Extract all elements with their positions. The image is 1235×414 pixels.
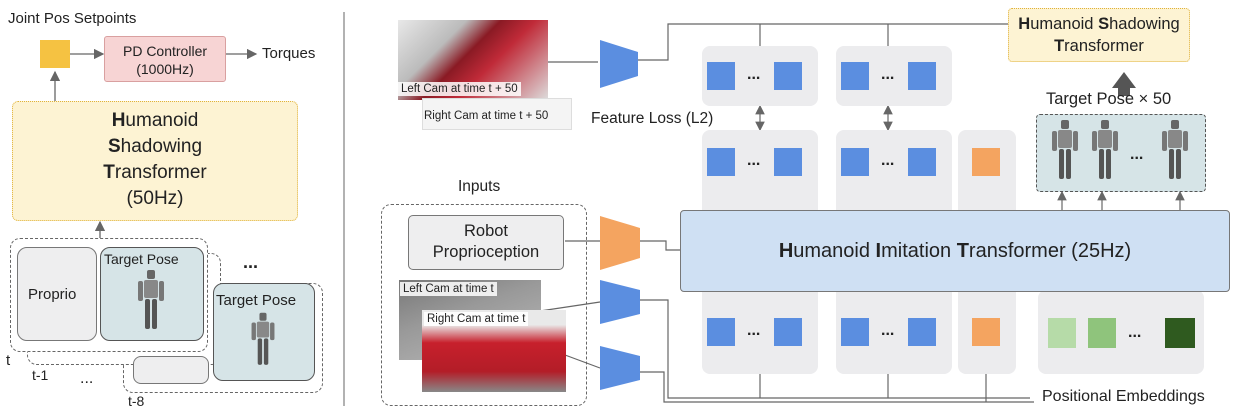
token-dots: ... bbox=[747, 322, 761, 339]
pd-controller-rate: (1000Hz) bbox=[136, 61, 194, 77]
right-cam-future-label: Right Cam at time t + 50 bbox=[424, 110, 549, 122]
token-blue bbox=[707, 318, 735, 346]
robot-label: Robot bbox=[463, 222, 509, 240]
token-blue bbox=[908, 318, 936, 346]
inputs-label: Inputs bbox=[458, 178, 501, 195]
hit-box: Humanoid Imitation Transformer (25Hz) bbox=[680, 210, 1230, 292]
robot-figure-icon bbox=[1052, 120, 1078, 179]
torques-label: Torques bbox=[262, 45, 316, 62]
token-blue bbox=[908, 62, 936, 90]
hst-box-top: Humanoid Shadowing Transformer bbox=[1008, 8, 1190, 62]
pos-emb-token-3 bbox=[1165, 318, 1195, 348]
ellipsis-top: ... bbox=[243, 252, 259, 272]
token-blue bbox=[774, 318, 802, 346]
hst-box-left: Humanoid Shadowing Transformer (50Hz) bbox=[12, 101, 298, 221]
token-blue bbox=[707, 148, 735, 176]
left-cam-future-label: Left Cam at time t + 50 bbox=[398, 82, 521, 96]
token-blue bbox=[707, 62, 735, 90]
positional-embeddings-label: Positional Embeddings bbox=[1042, 388, 1205, 405]
proprio-box bbox=[17, 247, 97, 341]
robot-figure-icon bbox=[1162, 120, 1188, 179]
target-pose-x50-label: Target Pose × 50 bbox=[1046, 90, 1172, 108]
ellipsis-bottom: ... bbox=[80, 370, 94, 387]
token-blue bbox=[774, 148, 802, 176]
proprio-encoder-trapezoid bbox=[600, 216, 640, 270]
token-blue bbox=[841, 148, 869, 176]
token-orange bbox=[972, 148, 1000, 176]
pos-emb-token-2 bbox=[1088, 318, 1116, 348]
right-cam-now-label: Right Cam at time t bbox=[424, 312, 529, 326]
right-cam-encoder-trapezoid bbox=[600, 346, 640, 390]
token-dots: ... bbox=[747, 66, 761, 83]
target-pose-label: Target Pose bbox=[104, 251, 179, 267]
token-blue bbox=[774, 62, 802, 90]
proprio-label: Proprio bbox=[28, 286, 77, 303]
proprio-box-back bbox=[133, 356, 209, 384]
token-blue bbox=[841, 318, 869, 346]
joint-pos-label: Joint Pos Setpoints bbox=[8, 10, 137, 27]
setpoint-token bbox=[40, 40, 70, 68]
robot-figure-icon-back bbox=[251, 312, 275, 365]
hst-rate: (50Hz) bbox=[126, 188, 184, 209]
right-cam-future-image bbox=[422, 98, 572, 130]
token-blue bbox=[908, 148, 936, 176]
pd-controller-box: PD Controller (1000Hz) bbox=[104, 36, 226, 82]
token-dots: ... bbox=[881, 322, 895, 339]
token-blue bbox=[841, 62, 869, 90]
top-encoder-trapezoid bbox=[600, 40, 638, 88]
robot-figure-icon bbox=[138, 270, 164, 329]
left-cam-now-label: Left Cam at time t bbox=[400, 282, 497, 296]
pos-emb-token-1 bbox=[1048, 318, 1076, 348]
proprioception-label: Proprioception bbox=[432, 243, 540, 261]
target-pose-back-label: Target Pose bbox=[216, 292, 297, 309]
pos-emb-dots: ... bbox=[1128, 324, 1142, 341]
token-dots: ... bbox=[881, 152, 895, 169]
robot-proprioception-box: Robot Proprioception bbox=[408, 215, 564, 270]
token-dots: ... bbox=[881, 66, 895, 83]
time-t: t bbox=[6, 352, 11, 369]
token-dots: ... bbox=[747, 152, 761, 169]
left-cam-encoder-trapezoid bbox=[600, 280, 640, 324]
inputs-group bbox=[381, 204, 587, 406]
time-t8: t-8 bbox=[128, 393, 145, 409]
feature-loss-label: Feature Loss (L2) bbox=[591, 110, 714, 127]
time-t1: t-1 bbox=[32, 367, 49, 383]
pd-controller-label: PD Controller bbox=[122, 43, 208, 59]
target-pose-dots: ... bbox=[1130, 146, 1144, 163]
robot-figure-icon bbox=[1092, 120, 1118, 179]
token-orange bbox=[972, 318, 1000, 346]
